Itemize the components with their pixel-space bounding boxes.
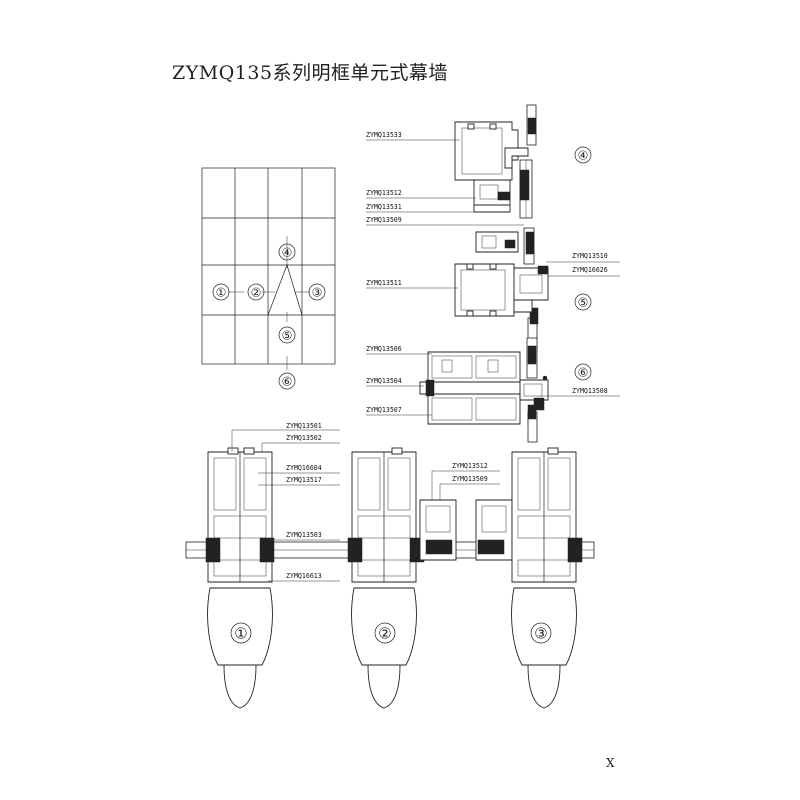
callout-label: ② <box>251 286 262 300</box>
part-label: ZYMQ13533 <box>366 131 402 139</box>
part-label: ZYMQ16626 <box>572 266 608 274</box>
plan-callout-1: ① <box>230 622 252 644</box>
section-callout-6: ⑥ <box>574 363 592 381</box>
part-label: ZYMQ13508 <box>572 387 608 395</box>
elevation-callout-1: ① <box>212 283 230 301</box>
callout-label: ④ <box>578 149 589 163</box>
part-label: ZYMQ13512 <box>452 462 488 470</box>
mullion-1 <box>205 447 275 709</box>
section-lower-labels: ZYMQ13506 ZYMQ13504 ZYMQ13507 ZYMQ13508 <box>366 345 620 416</box>
mullion-3 <box>511 447 583 709</box>
elevation-callout-2: ② <box>247 283 265 301</box>
part-label: ZYMQ13531 <box>366 203 402 211</box>
part-label: ZYMQ13507 <box>366 406 402 414</box>
section-upper-labels: ZYMQ13533 ZYMQ13512 ZYMQ13531 ZYMQ13509 <box>366 131 524 226</box>
plan-labels-left: ZYMQ13501 ZYMQ13502 ZYMQ16604 ZYMQ13517 … <box>231 422 340 582</box>
section-callout-4: ④ <box>574 146 592 164</box>
callout-label: ④ <box>282 246 293 260</box>
part-label: ZYMQ13510 <box>572 252 608 260</box>
page-number: X <box>606 756 615 770</box>
callout-label: ③ <box>534 625 547 643</box>
callout-label: ③ <box>312 286 323 300</box>
mullion-2 <box>347 447 425 709</box>
elevation-grid: ① ② ③ ④ ⑤ ⑥ <box>201 167 336 390</box>
part-label: ZYMQ13504 <box>366 377 402 385</box>
plan-section: ① ② <box>185 422 595 709</box>
section-middle-labels: ZYMQ13511 ZYMQ13510 ZYMQ16626 <box>366 252 620 289</box>
callout-label: ② <box>378 625 391 643</box>
part-label: ZYMQ16613 <box>286 572 322 580</box>
part-label: ZYMQ13509 <box>452 475 488 483</box>
elevation-callout-6: ⑥ <box>278 372 296 390</box>
part-label: ZYMQ13517 <box>286 476 322 484</box>
vertical-section: ZYMQ13533 ZYMQ13512 ZYMQ13531 ZYMQ13509 … <box>366 104 620 443</box>
plan-labels-center: ZYMQ13512 ZYMQ13509 <box>431 462 500 500</box>
elevation-callout-4: ④ <box>278 243 296 261</box>
part-label: ZYMQ13509 <box>366 216 402 224</box>
callout-label: ① <box>216 286 227 300</box>
plan-callout-3: ③ <box>530 622 552 644</box>
section-callout-5: ⑤ <box>574 293 592 311</box>
opening-sash <box>419 499 513 561</box>
page-title: ZYMQ135系列明框单元式幕墙 <box>172 62 449 84</box>
elevation-callout-3: ③ <box>308 283 326 301</box>
part-label: ZYMQ13503 <box>286 531 322 539</box>
callout-label: ① <box>234 625 247 643</box>
part-label: ZYMQ13511 <box>366 279 402 287</box>
callout-label: ⑤ <box>282 329 293 343</box>
callout-label: ⑥ <box>282 375 293 389</box>
callout-label: ⑤ <box>578 296 589 310</box>
part-label: ZYMQ13512 <box>366 189 402 197</box>
part-label: ZYMQ16604 <box>286 464 322 472</box>
callout-label: ⑥ <box>578 366 589 380</box>
plan-callout-2: ② <box>374 622 396 644</box>
part-label: ZYMQ13502 <box>286 434 322 442</box>
elevation-callout-5: ⑤ <box>278 326 296 344</box>
part-label: ZYMQ13506 <box>366 345 402 353</box>
part-label: ZYMQ13501 <box>286 422 322 430</box>
